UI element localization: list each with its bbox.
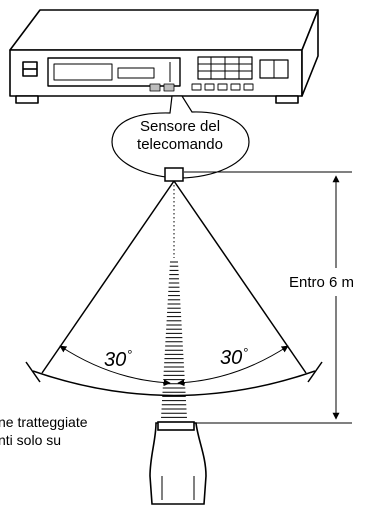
angle-right-value: 30 (220, 347, 243, 369)
angle-left-label: 30° (104, 347, 132, 372)
ir-sensor (164, 167, 184, 182)
range-label: Entro 6 m (289, 274, 355, 291)
center-dashes (161, 261, 187, 418)
remote-control-icon (149, 421, 207, 505)
distance-dimension (184, 171, 352, 424)
caption-line1: ne tratteggiate (0, 414, 88, 430)
angle-indicator (59, 345, 289, 387)
caption-line2: nti solo su (0, 432, 62, 448)
degree-symbol-right: ° (243, 345, 249, 360)
angle-right-label: 30° (220, 345, 248, 370)
sensor-label-line2: telecomando (137, 136, 223, 153)
angle-left-value: 30 (104, 349, 127, 371)
stereo-receiver-icon (9, 9, 319, 104)
sensor-label-line1: Sensore del (139, 118, 221, 135)
degree-symbol-left: ° (127, 347, 133, 362)
